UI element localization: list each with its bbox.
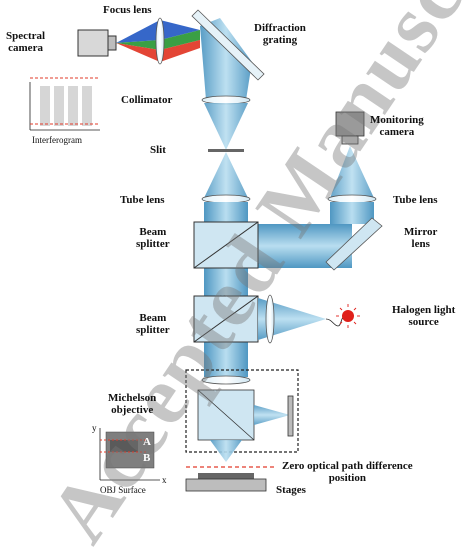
label-interferogram: Interferogram	[32, 135, 82, 145]
beam-splitter-1-icon	[193, 221, 259, 269]
label-monitoring-camera: Monitoring camera	[370, 114, 424, 138]
label-michelson-objective: Michelson objective	[108, 392, 157, 416]
slit-icon	[208, 149, 244, 152]
monitor-cone	[330, 146, 374, 198]
label-beam-splitter-1: Beam splitter	[136, 226, 170, 250]
halogen-bulb-icon	[336, 304, 360, 328]
tube-lens-left-icon	[201, 194, 251, 204]
collimator-cone	[204, 103, 248, 150]
inset-label-b: B	[143, 452, 151, 464]
collimator-lens-icon	[201, 95, 251, 105]
objective-splitter-icon	[197, 389, 255, 441]
optical-setup-diagram: Accepted Manuscript Focus lens Spectral …	[6, 0, 474, 558]
diagram-canvas	[29, 9, 383, 492]
focus-lens-icon	[155, 17, 165, 65]
michelson-objective-box	[185, 369, 299, 453]
label-slit: Slit	[150, 144, 166, 156]
label-obj-surface: OBJ Surface	[100, 485, 146, 495]
label-collimator: Collimator	[121, 94, 173, 106]
inset-label-a: A	[143, 436, 151, 448]
label-diffraction-grating: Diffraction grating	[254, 22, 306, 46]
halogen-condenser-lens-icon	[265, 294, 275, 344]
label-mirror-lens: Mirror lens	[404, 226, 438, 250]
axis-label-x: x	[162, 475, 167, 485]
beam-splitter-2-icon	[193, 295, 259, 343]
label-tube-lens-right: Tube lens	[393, 194, 438, 206]
monitoring-camera-icon	[335, 111, 365, 145]
label-zero-opd: Zero optical path difference position	[282, 460, 413, 484]
grating-beam	[200, 18, 252, 100]
objective-lens-icon	[201, 375, 251, 385]
mirror-lens-icon	[325, 217, 383, 271]
reference-arm-beam	[254, 405, 290, 425]
right-vertical-beam	[330, 202, 374, 224]
label-halogen-light-source: Halogen light source	[392, 304, 456, 328]
diffraction-grating-icon	[191, 9, 265, 81]
axis-label-y: y	[92, 423, 97, 433]
focus-cone	[210, 440, 242, 462]
label-stages: Stages	[276, 484, 306, 496]
label-tube-lens-left: Tube lens	[120, 194, 165, 206]
label-focus-lens: Focus lens	[103, 4, 152, 16]
obj-surface-inset	[99, 428, 160, 481]
reference-mirror-icon	[287, 395, 294, 437]
label-beam-splitter-2: Beam splitter	[136, 312, 170, 336]
stage-icon	[185, 473, 267, 492]
spectral-camera-icon	[77, 29, 117, 57]
slit-cone	[204, 152, 248, 198]
halogen-beam	[258, 298, 326, 340]
interferogram-inset	[29, 77, 100, 131]
tube-lens-right-icon	[327, 194, 377, 204]
label-spectral-camera: Spectral camera	[6, 30, 46, 54]
